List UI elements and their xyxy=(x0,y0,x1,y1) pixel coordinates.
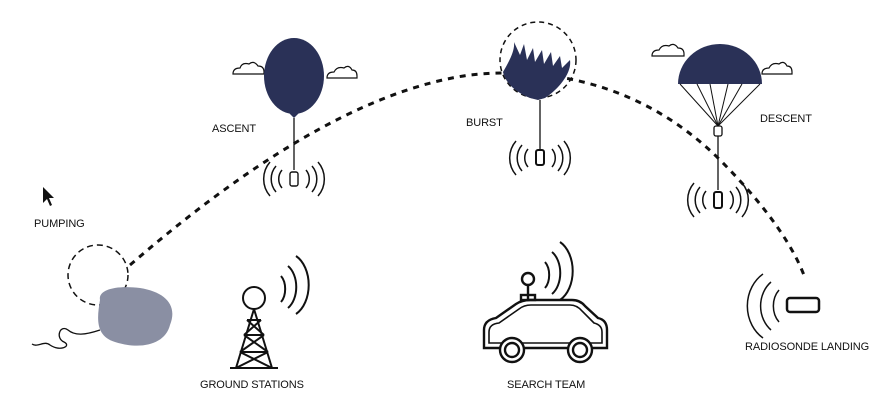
pumping-label: PUMPING xyxy=(34,218,85,230)
signal-waves-icon xyxy=(509,140,571,176)
deflated-balloon xyxy=(98,287,173,346)
signal-waves-icon xyxy=(746,273,780,339)
descent-group: DESCENT xyxy=(651,43,812,218)
ground-stations-label: GROUND STATIONS xyxy=(200,379,304,391)
signal-waves-icon xyxy=(544,241,574,301)
cloud-icon xyxy=(651,43,685,57)
cloud-icon xyxy=(326,65,358,79)
pumping-balloon xyxy=(31,244,173,349)
burst-balloon-icon xyxy=(503,42,571,100)
burst-label: BURST xyxy=(466,117,503,129)
parachute-icon xyxy=(678,44,762,84)
radiosonde-icon xyxy=(289,171,299,187)
flight-path xyxy=(129,71,807,279)
ascent-group: ASCENT xyxy=(212,38,358,197)
hose xyxy=(31,327,101,349)
antenna-tower-icon xyxy=(230,286,278,369)
search-team-label: SEARCH TEAM xyxy=(507,379,585,391)
radiosonde-icon xyxy=(713,191,723,209)
descent-label: DESCENT xyxy=(760,113,812,125)
search-team-group: SEARCH TEAM xyxy=(482,241,609,391)
balloon-icon xyxy=(264,38,324,114)
cloud-icon xyxy=(232,61,265,75)
ascent-label: ASCENT xyxy=(212,123,256,135)
signal-waves-icon xyxy=(687,182,749,218)
burst-group: BURST xyxy=(466,21,577,176)
landing-label: RADIOSONDE LANDING xyxy=(745,341,869,353)
search-car-icon xyxy=(482,271,609,364)
radiosonde-icon xyxy=(785,296,821,314)
signal-waves-icon xyxy=(263,161,325,197)
cursor-icon xyxy=(43,187,54,206)
landing-group: RADIOSONDE LANDING xyxy=(745,273,869,353)
cloud-icon xyxy=(761,61,793,75)
radiosonde-icon xyxy=(535,149,545,166)
signal-waves-icon xyxy=(280,255,310,315)
ground-stations-group: GROUND STATIONS xyxy=(200,255,310,391)
